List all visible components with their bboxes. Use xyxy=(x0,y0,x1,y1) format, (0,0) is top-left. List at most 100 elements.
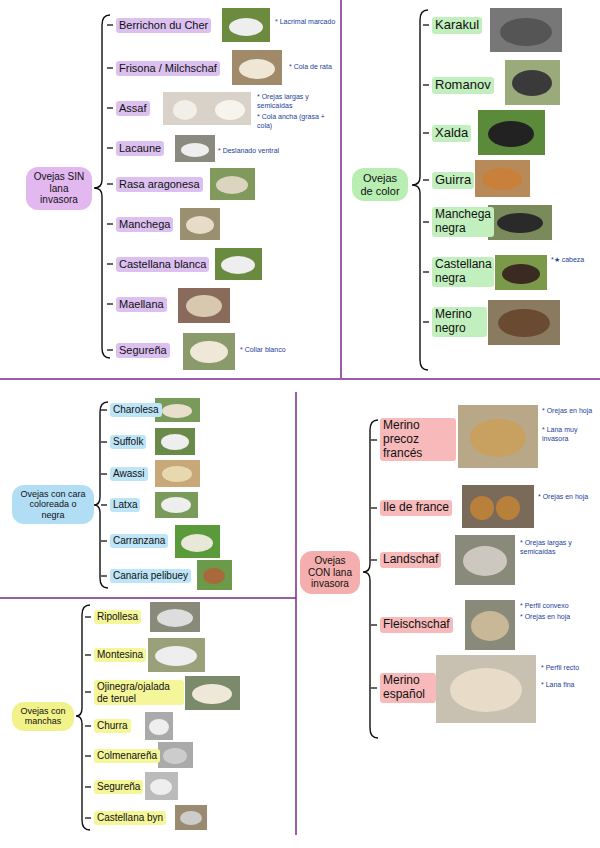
node-text: Landschaf xyxy=(383,553,438,567)
breed-label: Segureña xyxy=(94,780,143,794)
list-dash xyxy=(85,817,91,818)
node-text: Suffolk xyxy=(113,436,143,448)
annotation-note: * Orejas largas y semicaídas xyxy=(520,538,596,556)
list-dash xyxy=(371,439,377,440)
node-text: Berrichon du Cher xyxy=(119,19,208,32)
breed-label: Castellana byn xyxy=(94,811,166,825)
node-text: Segureña xyxy=(119,344,167,357)
node-text: Segureña xyxy=(97,781,140,793)
annotation-note: * Perfil recto xyxy=(541,663,579,672)
list-dash xyxy=(107,263,113,264)
breed-label: Lacaune xyxy=(116,141,164,156)
node-text: Karakul xyxy=(435,18,479,33)
node-text: Manchega xyxy=(119,218,170,231)
node-text: Maellana xyxy=(119,298,164,311)
list-dash xyxy=(423,179,429,180)
list-dash xyxy=(85,654,91,655)
breed-label: Assaf xyxy=(116,101,150,116)
list-dash xyxy=(371,559,377,560)
breed-label: Berrichon du Cher xyxy=(116,18,211,33)
list-dash xyxy=(423,271,429,272)
annotation-note: * Orejas en hoja xyxy=(542,406,592,415)
group-label: Ovejas con manchas xyxy=(12,702,74,731)
breed-label: Merino negro xyxy=(432,307,487,337)
node-text: Churra xyxy=(97,720,128,732)
breed-label: Manchega xyxy=(116,217,173,232)
breed-label: Charolesa xyxy=(110,403,162,417)
list-dash xyxy=(101,575,107,576)
breed-label: Castellana negra xyxy=(432,257,494,287)
breed-label: Churra xyxy=(94,719,131,733)
node-text: Ovejas SIN lana invasora xyxy=(31,171,87,206)
breed-label: Rasa aragonesa xyxy=(116,177,203,192)
node-text: Merino negro xyxy=(435,308,484,336)
list-dash xyxy=(85,725,91,726)
breed-label: Maellana xyxy=(116,297,167,312)
node-text: Ovejas de color xyxy=(357,172,403,197)
breed-label: Karakul xyxy=(432,17,482,34)
annotation-note: * Orejas largas y semicaídas xyxy=(257,92,337,110)
breed-label: Merino precoz francés xyxy=(380,418,456,461)
node-text: Ovejas con cara coloreada o negra xyxy=(17,489,89,520)
breed-label: Manchega negra xyxy=(432,207,494,237)
list-dash xyxy=(85,786,91,787)
group-label: Ovejas CON lana invasora xyxy=(300,551,360,594)
annotation-note: * Lana fina xyxy=(541,680,574,689)
node-text: Castellana negra xyxy=(435,258,491,286)
node-text: Awassi xyxy=(113,468,145,480)
node-text: Colmenareña xyxy=(97,750,157,762)
node-text: Carranzana xyxy=(113,535,165,547)
node-text: Frisona / Milchschaf xyxy=(119,62,217,75)
curly-brackets xyxy=(76,10,428,830)
node-text: Ile de france xyxy=(383,501,449,515)
breed-label: Latxa xyxy=(110,498,140,512)
breed-label: Frisona / Milchschaf xyxy=(116,61,220,76)
annotation-note: * Lacrimal marcado xyxy=(275,17,335,26)
list-dash xyxy=(107,223,113,224)
list-dash xyxy=(423,84,429,85)
node-text: Romanov xyxy=(435,78,491,93)
group-label: Ovejas de color xyxy=(352,168,408,201)
annotation-note: * Deslanado ventral xyxy=(218,146,279,155)
breed-label: Ripollesa xyxy=(94,610,141,624)
list-dash xyxy=(371,624,377,625)
annotation-note: *★ cabeza xyxy=(551,255,584,264)
breed-label: Ile de france xyxy=(380,500,452,516)
list-dash xyxy=(101,540,107,541)
list-dash xyxy=(85,755,91,756)
node-text: Ojinegra/ojalada de teruel xyxy=(97,681,181,704)
list-dash xyxy=(101,409,107,410)
breed-label: Colmenareña xyxy=(94,749,160,763)
list-dashes xyxy=(85,25,429,818)
group-label: Ovejas SIN lana invasora xyxy=(26,167,92,210)
list-dash xyxy=(107,183,113,184)
node-text: Merino español xyxy=(383,674,433,702)
list-dash xyxy=(371,507,377,508)
breed-label: Ojinegra/ojalada de teruel xyxy=(94,680,184,705)
node-text: Latxa xyxy=(113,499,137,511)
node-text: Lacaune xyxy=(119,142,161,155)
list-dash xyxy=(101,504,107,505)
node-text: Fleischschaf xyxy=(383,618,450,632)
list-dash xyxy=(423,24,429,25)
annotation-note: * Collar blanco xyxy=(240,345,286,354)
list-dash xyxy=(107,303,113,304)
breed-label: Castellana blanca xyxy=(116,257,209,272)
group-label: Ovejas con cara coloreada o negra xyxy=(12,485,94,524)
node-text: Guirra xyxy=(435,173,471,188)
list-dash xyxy=(107,67,113,68)
breed-label: Fleischschaf xyxy=(380,617,453,633)
annotation-note: * Lana muy invasora xyxy=(542,425,598,443)
breed-label: Romanov xyxy=(432,77,494,94)
node-text: Rasa aragonesa xyxy=(119,178,200,191)
list-dash xyxy=(423,132,429,133)
annotation-note: * Cola de rata xyxy=(289,62,332,71)
list-dash xyxy=(101,473,107,474)
node-text: Canaria pelibuey xyxy=(113,570,188,582)
breed-label: Guirra xyxy=(432,172,474,189)
node-text: Charolesa xyxy=(113,404,159,416)
list-dash xyxy=(423,321,429,322)
breed-label: Carranzana xyxy=(110,534,168,548)
